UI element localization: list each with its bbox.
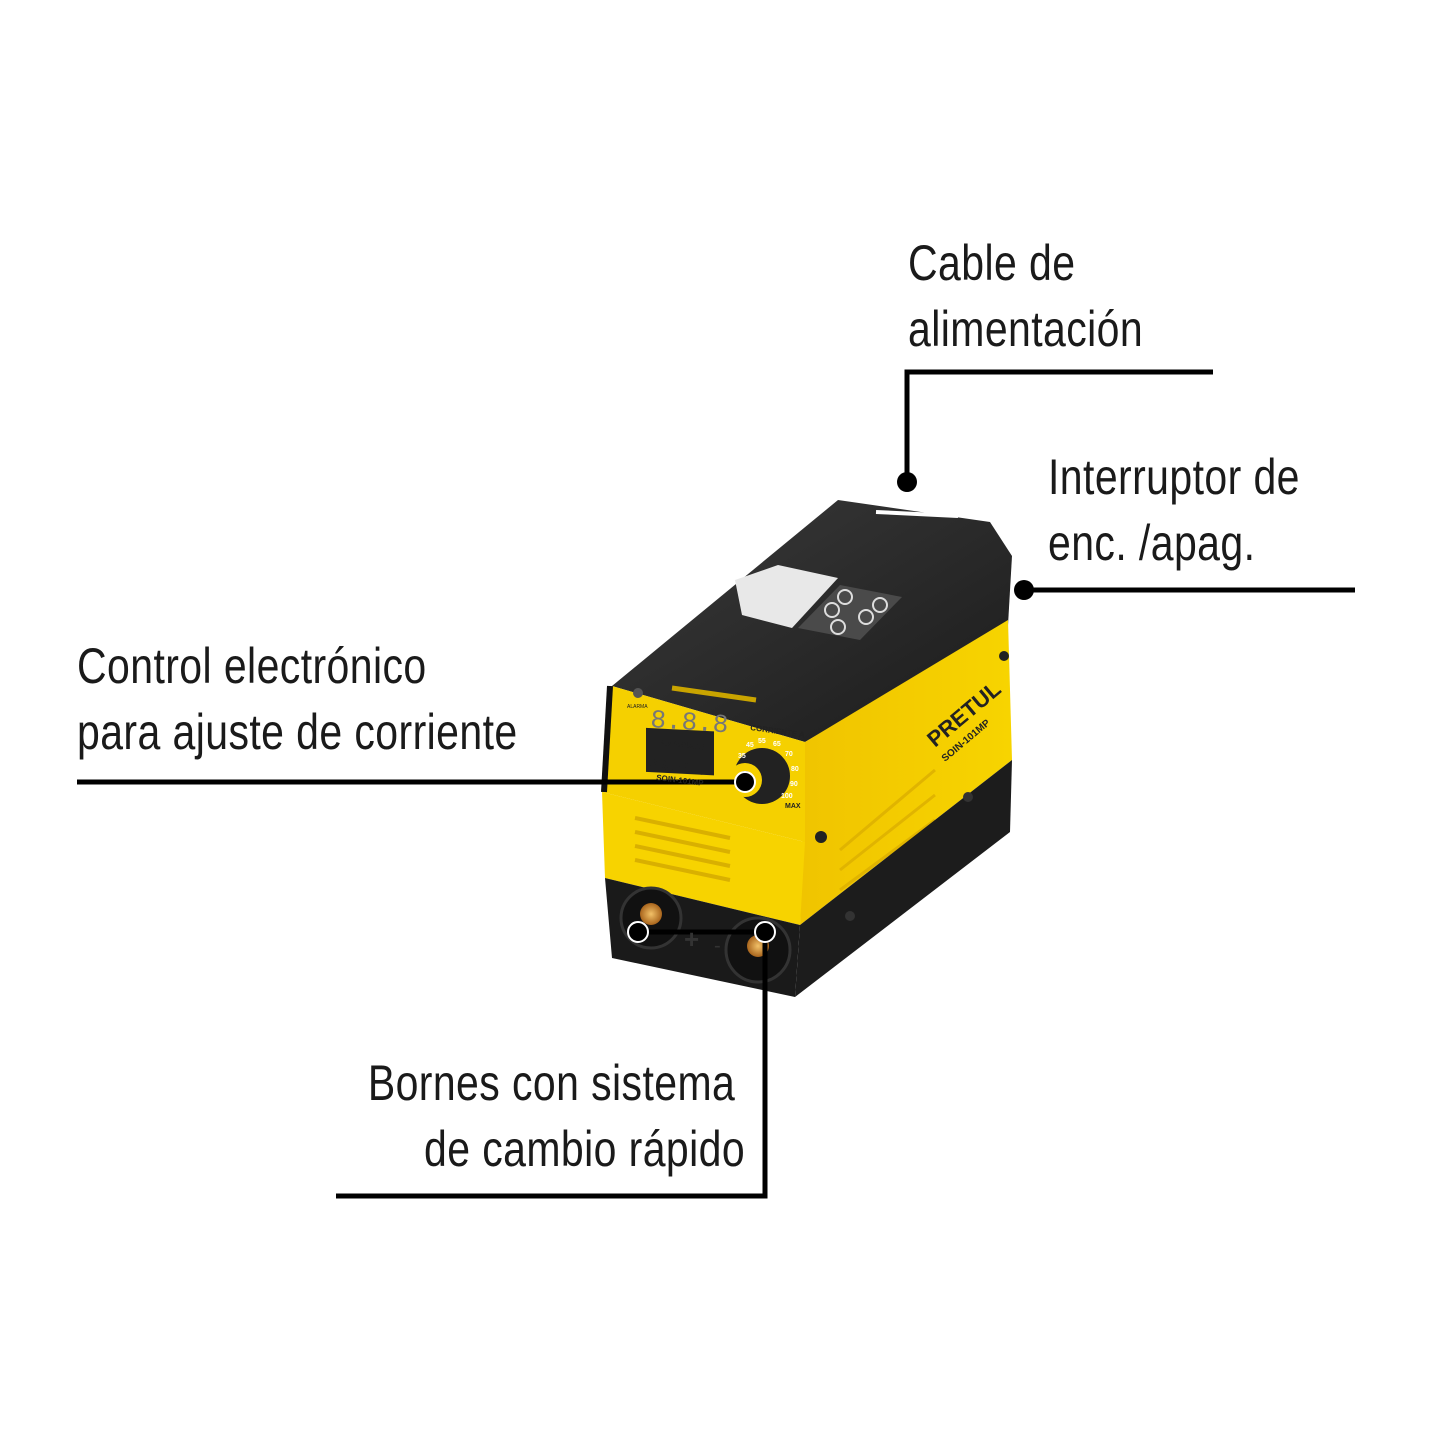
- callout-text: Interruptor de: [1048, 449, 1300, 505]
- callout-text: Control electrónico: [77, 638, 427, 694]
- svg-text:MAX: MAX: [785, 803, 801, 810]
- callout-text: alimentación: [908, 301, 1144, 357]
- callout-lines: [77, 369, 1355, 1199]
- svg-text:80: 80: [791, 766, 799, 773]
- callout-dots: [627, 472, 1034, 943]
- callout-current-control: Control electrónico para ajuste de corri…: [77, 633, 518, 765]
- callout-text: Cable de: [908, 235, 1076, 291]
- svg-text:35: 35: [738, 753, 746, 760]
- callout-terminals: Bornes con sistema de cambio rápido: [368, 1050, 745, 1182]
- svg-text:100: 100: [781, 793, 793, 800]
- warning-sticker: [735, 565, 838, 628]
- callout-text: de cambio rápido: [423, 1121, 745, 1177]
- svg-text:70: 70: [785, 751, 793, 758]
- top-highlight: [875, 510, 959, 518]
- callout-text: enc. /apag.: [1048, 515, 1256, 571]
- callout-text: Bornes con sistema: [367, 1055, 736, 1111]
- svg-text:55: 55: [758, 738, 766, 745]
- alarm-label: ALARMA: [627, 704, 648, 710]
- dial-ticks: 35 45 55 65 70 80 90 100 MAX: [738, 738, 801, 810]
- side-base: [795, 760, 1012, 997]
- side-panel: [800, 620, 1012, 925]
- plus-sign: +: [684, 924, 699, 954]
- front-brand: PRETUL: [647, 755, 705, 778]
- amperage-display: [646, 727, 714, 776]
- callout-text: para ajuste de corriente: [77, 704, 518, 760]
- svg-text:65: 65: [773, 741, 781, 748]
- svg-text:90: 90: [790, 781, 798, 788]
- svg-text:45: 45: [746, 742, 754, 749]
- callout-power-switch: Interruptor de enc. /apag.: [1048, 444, 1300, 576]
- minus-sign: -: [714, 935, 721, 957]
- display-value: 8.8.8: [649, 705, 729, 740]
- callout-power-cable: Cable de alimentación: [908, 230, 1143, 362]
